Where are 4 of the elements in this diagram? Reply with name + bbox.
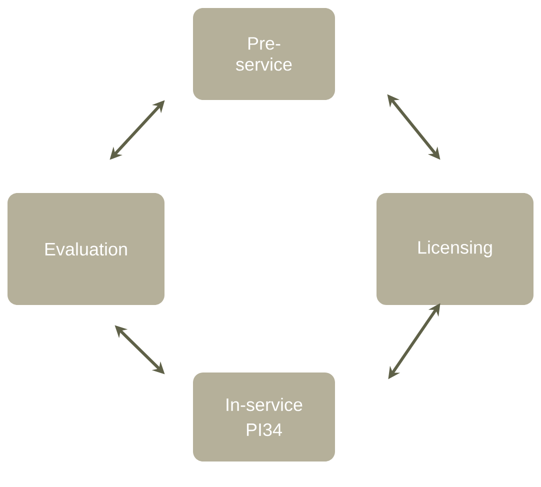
process-box: Pre-service — [193, 8, 335, 100]
process-box: In-service PI34 — [193, 372, 335, 462]
process-box: Evaluation — [8, 193, 164, 305]
process-box: Licensing — [376, 193, 534, 305]
